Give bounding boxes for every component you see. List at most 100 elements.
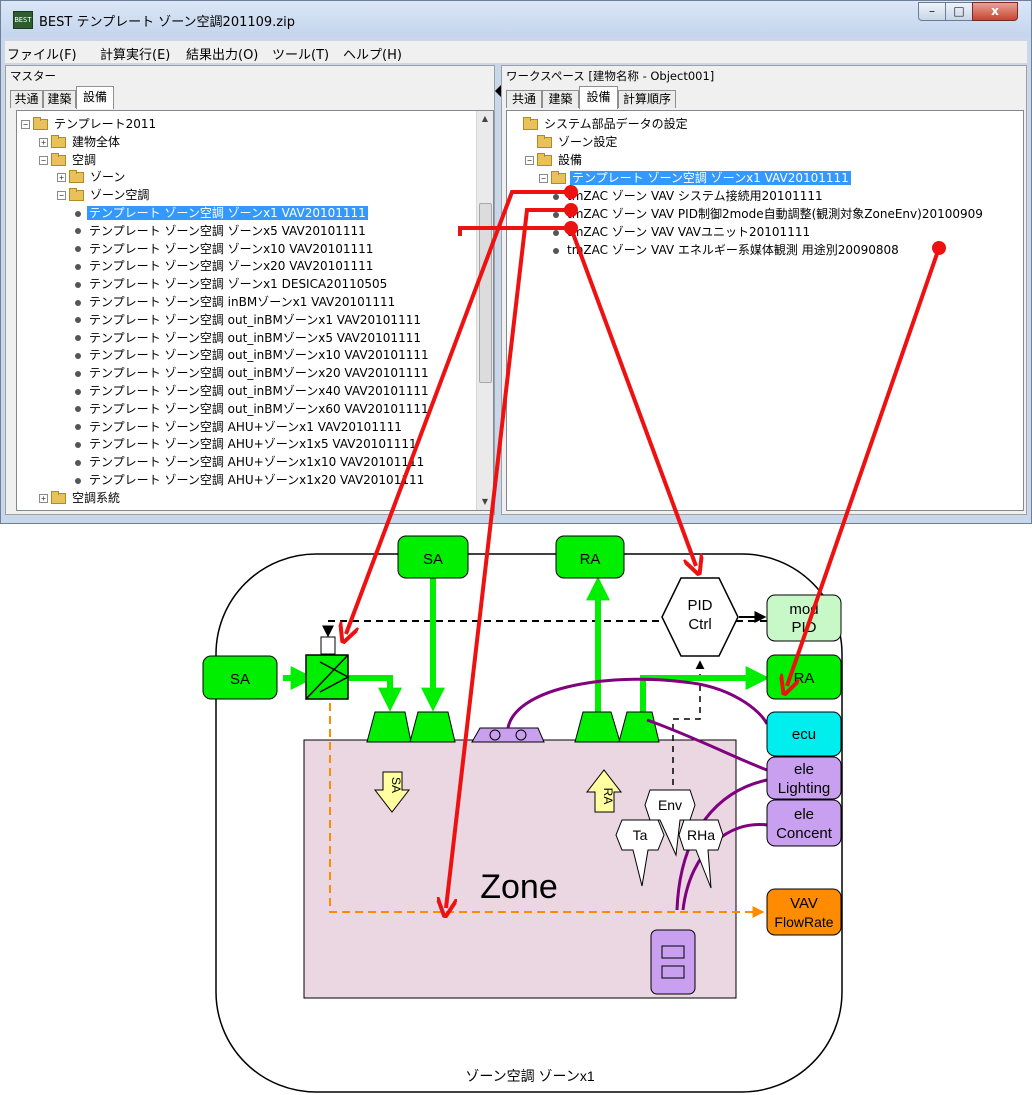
tree-item-label[interactable]: 建物全体	[72, 134, 121, 149]
tab-calc-order[interactable]: 計算順序	[618, 90, 676, 108]
scroll-thumb[interactable]	[479, 203, 492, 383]
title-bar[interactable]: BEST BEST テンプレート ゾーン空調201109.zip – □ x	[1, 1, 1031, 37]
tree-row[interactable]: テンプレート ゾーン空調 out_inBMゾーンx1 VAV20101111	[75, 311, 423, 329]
master-scrollbar[interactable]: ▲ ▼	[476, 111, 493, 510]
menu-help[interactable]: ヘルプ(H)	[343, 48, 402, 63]
master-tree[interactable]: − テンプレート2011 + 建物全体 − 空調 + ゾーン − ゾーン空調テンプレート ゾーン空…	[16, 110, 494, 511]
tree-row[interactable]: テンプレート ゾーン空調 ゾーンx1 VAV20101111	[75, 204, 368, 222]
tree-row[interactable]: テンプレート ゾーン空調 out_inBMゾーンx20 VAV20101111	[75, 364, 431, 382]
tree-row[interactable]: tmZAC ゾーン VAV システム接続用20101111	[553, 187, 825, 205]
ele-lighting-box	[766, 756, 842, 800]
splitter-arrow-icon[interactable]	[495, 85, 501, 97]
tree-item-label[interactable]: 設備	[558, 153, 583, 167]
scroll-up-icon[interactable]: ▲	[481, 114, 489, 123]
tree-row[interactable]: テンプレート ゾーン空調 out_inBMゾーンx10 VAV20101111	[75, 346, 431, 364]
tree-item-label[interactable]: テンプレート ゾーン空調 ゾーンx1 VAV20101111	[570, 171, 851, 185]
menu-run[interactable]: 計算実行(E)	[100, 48, 171, 63]
tab-equipment[interactable]: 設備	[76, 86, 114, 109]
collapse-icon[interactable]: −	[39, 155, 48, 165]
expand-icon[interactable]: +	[57, 173, 66, 183]
mod-pid-box	[766, 594, 842, 642]
tab-common[interactable]: 共通	[506, 90, 542, 108]
tree-row[interactable]: ゾーン設定	[525, 133, 619, 151]
component-icon	[75, 388, 81, 395]
tree-item-label[interactable]: テンプレート ゾーン空調 ゾーンx1 VAV20101111	[87, 206, 368, 220]
sa-flow-label: SA	[389, 777, 403, 793]
tree-row[interactable]: テンプレート ゾーン空調 AHU+ゾーンx1x10 VAV20101111	[75, 453, 426, 471]
tree-row[interactable]: tmZAC ゾーン VAV VAVユニット20101111	[553, 223, 812, 241]
tree-item-label[interactable]: テンプレート ゾーン空調 ゾーンx5 VAV20101111	[89, 223, 366, 238]
tree-item-label[interactable]: テンプレート ゾーン空調 inBMゾーンx1 VAV20101111	[89, 295, 396, 309]
tree-row[interactable]: − 空調	[39, 151, 98, 169]
tree-item-label[interactable]: ゾーン設定	[558, 135, 618, 149]
tree-row[interactable]: − ゾーン空調	[57, 186, 151, 204]
pid-ctrl-label-1: PID	[687, 597, 712, 614]
tree-row[interactable]: テンプレート ゾーン空調 ゾーンx1 DESICA20110505	[75, 275, 389, 293]
tree-item-label[interactable]: tmZAC ゾーン VAV VAVユニット20101111	[567, 225, 811, 239]
expand-icon[interactable]: +	[39, 137, 48, 147]
tree-item-label[interactable]: テンプレート2011	[54, 117, 157, 131]
tree-row[interactable]: テンプレート ゾーン空調 out_inBMゾーンx40 VAV20101111	[75, 382, 431, 400]
tree-item-label[interactable]: テンプレート ゾーン空調 out_inBMゾーンx10 VAV20101111	[89, 348, 429, 363]
maximize-button[interactable]: □	[945, 2, 973, 21]
tab-architecture[interactable]: 建築	[43, 90, 76, 108]
tree-item-label[interactable]: テンプレート ゾーン空調 out_inBMゾーンx40 VAV20101111	[89, 384, 429, 398]
collapse-icon[interactable]: −	[539, 174, 548, 183]
tree-row[interactable]: テンプレート ゾーン空調 ゾーンx10 VAV20101111	[75, 240, 375, 258]
tree-item-label[interactable]: テンプレート ゾーン空調 AHU+ゾーンx1x10 VAV20101111	[89, 455, 425, 470]
collapse-icon[interactable]: −	[21, 120, 30, 129]
tree-row[interactable]: システム部品データの設定	[511, 115, 690, 133]
tree-row[interactable]: テンプレート ゾーン空調 out_inBMゾーンx5 VAV20101111	[75, 329, 423, 347]
tree-row[interactable]: + ゾーン	[57, 168, 127, 186]
tree-row[interactable]: テンプレート ゾーン空調 ゾーンx20 VAV20101111	[75, 257, 375, 275]
tree-row[interactable]: + 空調系統	[39, 489, 122, 507]
collapse-icon[interactable]: −	[57, 191, 66, 201]
tree-item-label[interactable]: テンプレート ゾーン空調 out_inBMゾーンx1 VAV20101111	[89, 312, 421, 327]
tree-item-label[interactable]: 空調系統	[72, 490, 121, 505]
tree-row[interactable]: tmZAC ゾーン VAV PID制御2mode自動調整(観測対象ZoneEnv…	[553, 205, 985, 223]
tree-row[interactable]: テンプレート ゾーン空調 inBMゾーンx1 VAV20101111	[75, 293, 397, 311]
tree-row[interactable]: テンプレート ゾーン空調 AHU+ゾーンx1x5 VAV20101111	[75, 435, 419, 453]
tree-item-label[interactable]: テンプレート ゾーン空調 ゾーンx20 VAV20101111	[89, 259, 374, 274]
ra-top-label: RA	[580, 551, 601, 568]
tab-common[interactable]: 共通	[10, 90, 43, 108]
tree-item-label[interactable]: tmZAC ゾーン VAV PID制御2mode自動調整(観測対象ZoneEnv…	[567, 207, 983, 221]
tab-architecture[interactable]: 建築	[542, 90, 579, 108]
tree-row[interactable]: − テンプレート2011	[21, 115, 158, 133]
tree-row[interactable]: − テンプレート ゾーン空調 ゾーンx1 VAV20101111	[539, 169, 851, 187]
tree-row[interactable]: テンプレート ゾーン空調 AHU+ゾーンx1 VAV20101111	[75, 418, 404, 436]
tree-row[interactable]: + 建物全体	[39, 133, 122, 151]
collapse-icon[interactable]: −	[525, 156, 534, 165]
tree-item-label[interactable]: テンプレート ゾーン空調 AHU+ゾーンx1x5 VAV20101111	[89, 437, 417, 452]
tree-row[interactable]: − 設備	[525, 151, 584, 169]
tree-item-label[interactable]: tmZAC ゾーン VAV エネルギー系媒体観測 用途別20090808	[567, 243, 899, 257]
ele-lighting-label-2: Lighting	[778, 780, 831, 797]
tree-item-label[interactable]: テンプレート ゾーン空調 ゾーンx10 VAV20101111	[89, 241, 374, 256]
tree-item-label[interactable]: 空調	[72, 152, 97, 167]
tree-row[interactable]: テンプレート ゾーン空調 ゾーンx5 VAV20101111	[75, 222, 368, 240]
tree-row[interactable]: tmZAC ゾーン VAV エネルギー系媒体観測 用途別20090808	[553, 241, 901, 259]
tree-row[interactable]: テンプレート ゾーン空調 out_inBMゾーンx60 VAV20101111	[75, 400, 431, 418]
tree-item-label[interactable]: テンプレート ゾーン空調 AHU+ゾーンx1 VAV20101111	[89, 419, 402, 434]
expand-icon[interactable]: +	[39, 493, 48, 503]
tree-item-label[interactable]: テンプレート ゾーン空調 out_inBMゾーンx5 VAV20101111	[89, 330, 421, 345]
folder-icon	[523, 117, 538, 130]
scroll-down-icon[interactable]: ▼	[481, 497, 489, 506]
tree-item-label[interactable]: テンプレート ゾーン空調 ゾーンx1 DESICA20110505	[89, 277, 388, 292]
workspace-tree[interactable]: システム部品データの設定ゾーン設定 − 設備 − テンプレート ゾーン空調 ゾーンx1 …	[506, 110, 1024, 511]
tree-item-label[interactable]: システム部品データの設定	[544, 117, 688, 131]
tab-equipment[interactable]: 設備	[579, 86, 618, 109]
tree-item-label[interactable]: テンプレート ゾーン空調 AHU+ゾーンx1x20 VAV20101111	[89, 473, 425, 487]
tree-item-label[interactable]: ゾーン	[90, 170, 126, 185]
close-button[interactable]: x	[972, 2, 1018, 21]
menu-output[interactable]: 結果出力(O)	[186, 48, 259, 63]
minimize-button[interactable]: –	[918, 2, 946, 21]
tree-row[interactable]: テンプレート ゾーン空調 AHU+ゾーンx1x20 VAV20101111	[75, 471, 426, 489]
menu-file[interactable]: ファイル(F)	[7, 48, 77, 63]
light-bulb-icon	[489, 729, 501, 741]
tree-item-label[interactable]: テンプレート ゾーン空調 out_inBMゾーンx20 VAV20101111	[89, 366, 429, 381]
tree-item-label[interactable]: テンプレート ゾーン空調 out_inBMゾーンx60 VAV20101111	[89, 401, 429, 416]
tree-item-label[interactable]: tmZAC ゾーン VAV システム接続用20101111	[567, 189, 823, 203]
menu-tools[interactable]: ツール(T)	[272, 48, 330, 63]
tree-item-label[interactable]: ゾーン空調	[90, 188, 150, 203]
